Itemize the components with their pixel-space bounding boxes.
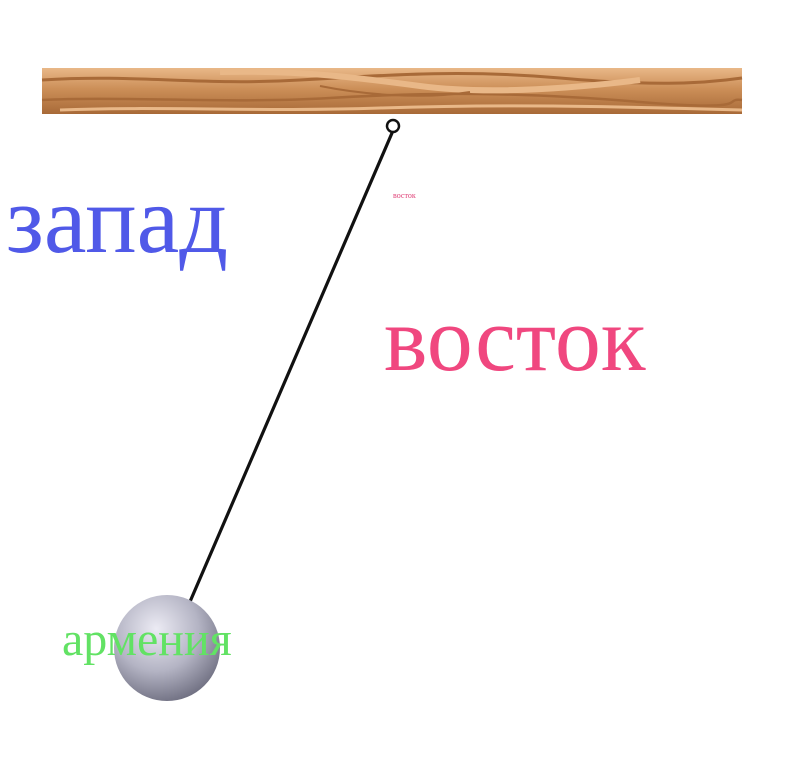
west-label: запад bbox=[6, 166, 229, 273]
wooden-beam bbox=[41, 68, 743, 114]
pendulum-string bbox=[187, 131, 394, 606]
bob-label: армения bbox=[62, 613, 232, 666]
hook-ring-icon bbox=[385, 118, 401, 134]
pendulum-bob bbox=[114, 595, 220, 701]
east-small-label: восток bbox=[393, 191, 416, 200]
east-label: восток bbox=[384, 288, 646, 390]
